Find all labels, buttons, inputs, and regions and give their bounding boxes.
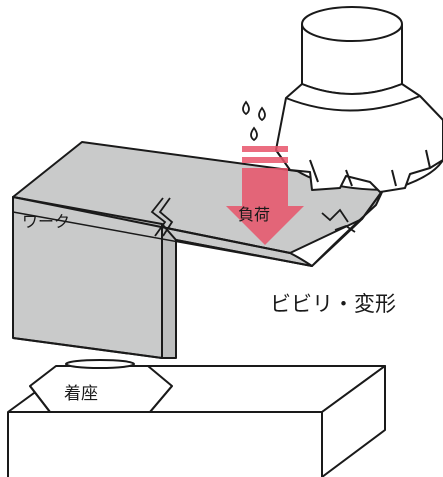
seat-block — [29, 359, 173, 413]
load-arrow-icon — [226, 146, 304, 245]
chatter-label: ビビリ・変形 — [270, 292, 396, 316]
milling-cutter-icon — [275, 6, 443, 193]
workpiece-label: ワーク — [22, 212, 71, 231]
seat-label: 着座 — [64, 384, 98, 404]
crack-icon — [150, 197, 356, 237]
load-label: 負荷 — [238, 205, 271, 224]
coolant-drops-icon — [242, 100, 266, 142]
